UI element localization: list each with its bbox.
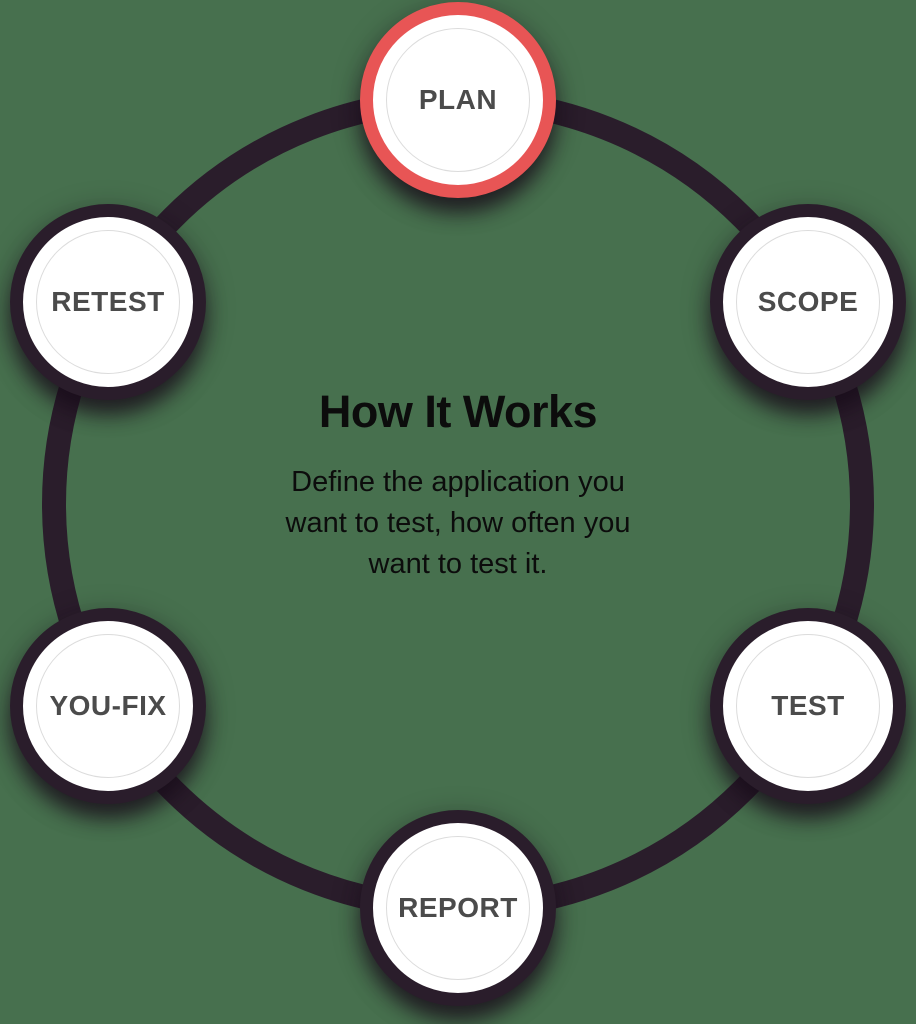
step-label-test: TEST — [771, 690, 845, 721]
step-label-report: REPORT — [398, 892, 518, 923]
step-node-test: TEST — [710, 608, 906, 804]
diagram-description: Define the application you want to test,… — [285, 466, 631, 581]
step-node-report: REPORT — [360, 810, 556, 1006]
center-text-block: How It Works Define the application you … — [238, 386, 678, 586]
step-node-scope: SCOPE — [710, 204, 906, 400]
step-node-plan: PLAN — [360, 2, 556, 198]
step-label-retest: RETEST — [51, 286, 165, 317]
step-node-retest: RETEST — [10, 204, 206, 400]
diagram-title: How It Works — [318, 386, 598, 437]
step-label-scope: SCOPE — [757, 286, 859, 317]
step-label-plan: PLAN — [418, 84, 498, 115]
step-node-you-fix: YOU-FIX — [10, 608, 206, 804]
step-label-you-fix: YOU-FIX — [49, 690, 167, 721]
